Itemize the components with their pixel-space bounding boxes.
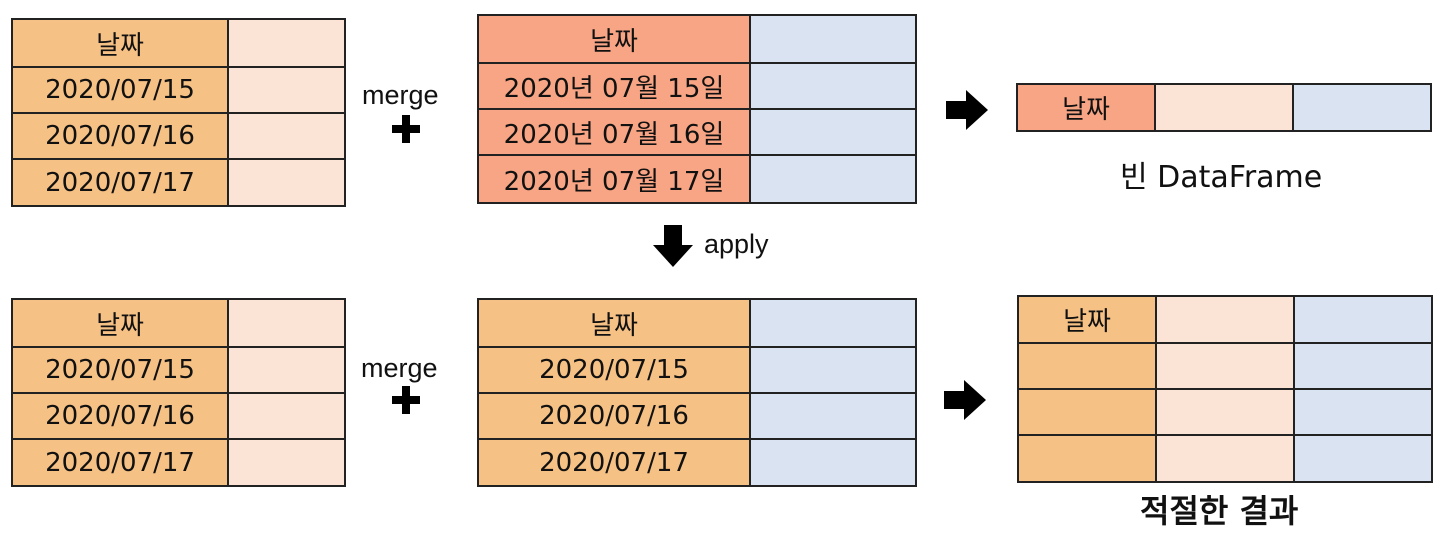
table-row: 2020/07/15 [477,346,917,394]
date-cell: 2020/07/17 [11,158,229,207]
table-row [1017,342,1433,390]
date-header-cell: 날짜 [477,298,751,348]
date-cell: 2020/07/15 [477,346,751,394]
table-row: 날짜 [1017,295,1433,344]
table-row: 2020/07/16 [477,392,917,440]
table-row: 날짜 [11,18,346,68]
empty-cell [227,18,346,68]
merge-label: merge [361,353,438,383]
empty-dataframe-caption: 빈 DataFrame [1120,160,1323,195]
date-header-cell: 날짜 [11,18,229,68]
plus-icon [392,115,420,143]
empty-cell [1293,295,1433,344]
empty-cell [1292,83,1432,132]
table-row: 2020/07/17 [11,158,346,207]
table-row: 2020년 07월 16일 [477,108,917,156]
date-cell: 2020년 07월 17일 [477,154,751,204]
table-row: 2020/07/15 [11,346,346,394]
empty-cell [1154,83,1294,132]
date-cell: 2020/07/17 [11,438,229,487]
empty-cell [1017,434,1157,483]
table-row: 2020/07/16 [11,392,346,440]
empty-cell [227,438,346,487]
empty-cell [749,108,917,156]
table-row: 날짜 [11,298,346,348]
empty-cell [749,298,917,348]
empty-cell [749,346,917,394]
table-row: 2020/07/17 [11,438,346,487]
empty-cell [1293,434,1433,483]
empty-cell [227,346,346,394]
top-left-table: 날짜 2020/07/15 2020/07/16 2020/07/17 [11,18,346,207]
result-table: 날짜 [1017,295,1433,483]
empty-cell [1155,295,1295,344]
top-middle-table: 날짜 2020년 07월 15일 2020년 07월 16일 2020년 07월… [477,14,917,204]
empty-cell [227,66,346,114]
empty-cell [1155,388,1295,436]
date-cell: 2020/07/16 [11,112,229,160]
empty-cell [227,158,346,207]
empty-cell [1017,342,1157,390]
date-cell: 2020년 07월 15일 [477,62,751,110]
empty-cell [749,154,917,204]
date-cell: 2020/07/15 [11,346,229,394]
date-cell: 2020/07/16 [477,392,751,440]
empty-cell [749,14,917,64]
empty-cell [1293,388,1433,436]
table-row: 2020/07/17 [477,438,917,487]
plus-icon [392,386,420,414]
arrow-down-icon [653,225,693,267]
table-row: 2020/07/16 [11,112,346,160]
arrow-right-icon [944,380,986,420]
table-row: 2020년 07월 17일 [477,154,917,204]
result-caption: 적절한 결과 [1140,492,1299,530]
empty-cell [1293,342,1433,390]
date-header-cell: 날짜 [1016,83,1156,132]
date-header-cell: 날짜 [477,14,751,64]
empty-cell [1017,388,1157,436]
date-cell: 2020/07/17 [477,438,751,487]
apply-label: apply [704,229,769,259]
empty-cell [227,298,346,348]
date-header-cell: 날짜 [1017,295,1157,344]
empty-cell [749,438,917,487]
date-cell: 2020/07/16 [11,392,229,440]
date-cell: 2020년 07월 16일 [477,108,751,156]
table-row: 날짜 [477,14,917,64]
merge-label: merge [362,80,439,110]
empty-cell [227,392,346,440]
empty-cell [749,392,917,440]
bottom-middle-table: 날짜 2020/07/15 2020/07/16 2020/07/17 [477,298,917,487]
empty-dataframe-table: 날짜 [1016,83,1432,132]
empty-cell [1155,434,1295,483]
table-row [1017,434,1433,483]
empty-cell [227,112,346,160]
empty-cell [1155,342,1295,390]
date-header-cell: 날짜 [11,298,229,348]
table-row: 날짜 [1016,83,1432,132]
bottom-left-table: 날짜 2020/07/15 2020/07/16 2020/07/17 [11,298,346,487]
table-row [1017,388,1433,436]
table-row: 2020년 07월 15일 [477,62,917,110]
table-row: 날짜 [477,298,917,348]
date-cell: 2020/07/15 [11,66,229,114]
empty-cell [749,62,917,110]
arrow-right-icon [946,90,988,130]
table-row: 2020/07/15 [11,66,346,114]
